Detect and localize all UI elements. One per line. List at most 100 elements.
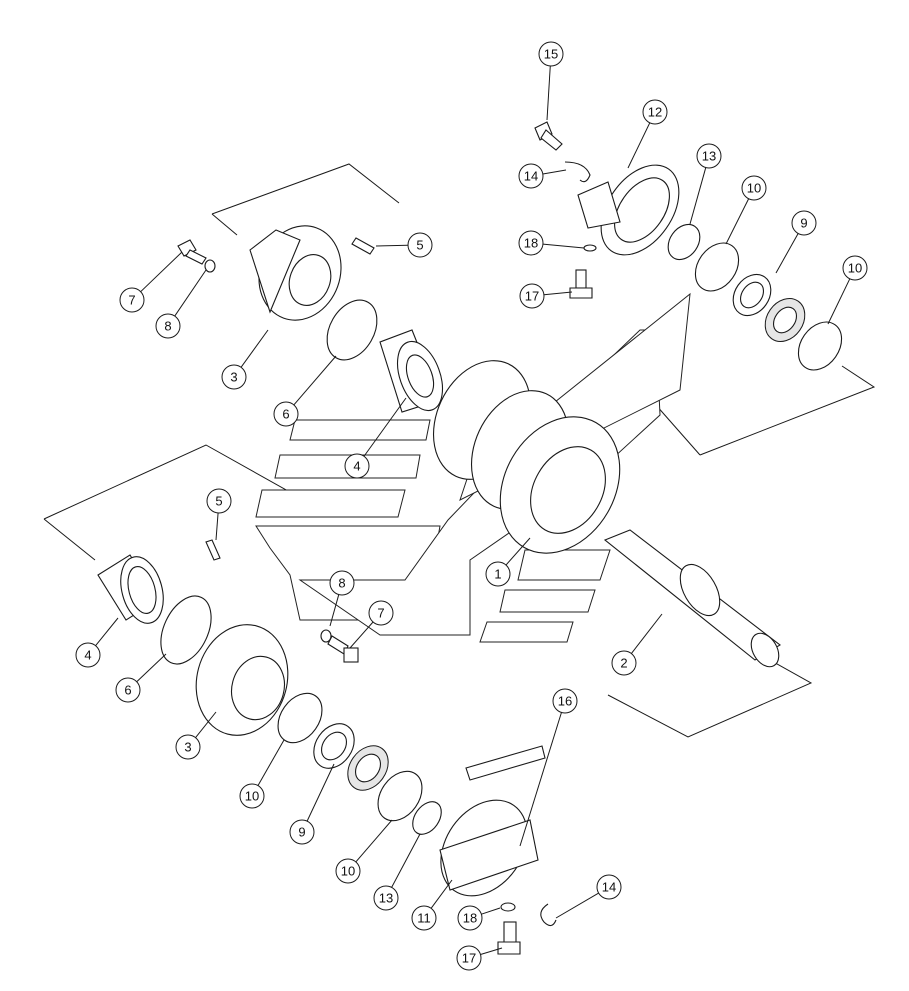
leader-line-10 bbox=[725, 198, 750, 245]
callout-bubble bbox=[842, 255, 868, 281]
leader-line-4 bbox=[363, 397, 407, 457]
leader-line-6 bbox=[293, 355, 337, 406]
pin-5-bottom bbox=[205, 539, 221, 561]
callout-bubble bbox=[155, 313, 181, 339]
callout-label: 17 bbox=[462, 951, 476, 966]
callout-3: 3 bbox=[221, 364, 247, 390]
leader-line-17 bbox=[543, 291, 573, 296]
leader-line-3 bbox=[195, 711, 217, 738]
leader-line-11 bbox=[430, 879, 453, 909]
ring-13-bottom bbox=[412, 801, 442, 835]
leader-line-7 bbox=[349, 621, 374, 649]
callout-bubble bbox=[519, 283, 545, 309]
clip-14-top bbox=[564, 161, 591, 183]
leader-line-14 bbox=[542, 169, 567, 175]
leader-line-18 bbox=[542, 243, 585, 249]
callout-7: 7 bbox=[368, 600, 394, 626]
ring-6-top bbox=[326, 299, 378, 361]
watermark-logo bbox=[255, 292, 691, 643]
callout-label: 18 bbox=[524, 236, 538, 251]
housing-3-bottom bbox=[195, 624, 289, 736]
leader-line-6 bbox=[136, 653, 167, 683]
roller-1 bbox=[432, 360, 621, 554]
callout-label: 16 bbox=[558, 694, 572, 709]
callout-bubble bbox=[239, 783, 265, 809]
callout-bubble bbox=[552, 688, 578, 714]
callout-label: 14 bbox=[602, 880, 616, 895]
callout-bubble bbox=[115, 677, 141, 703]
callout-bubble bbox=[221, 364, 247, 390]
callout-10: 10 bbox=[741, 175, 767, 201]
callout-bubble bbox=[329, 570, 355, 596]
leader-line-14 bbox=[555, 892, 599, 919]
bolt-7-top bbox=[177, 239, 207, 265]
callout-label: 9 bbox=[298, 825, 305, 840]
callout-9: 9 bbox=[791, 210, 817, 236]
callout-bubble bbox=[273, 401, 299, 427]
callout-bubble bbox=[344, 453, 370, 479]
callout-label: 4 bbox=[353, 459, 360, 474]
ring-6-bottom bbox=[160, 595, 212, 665]
bolt-17-top bbox=[569, 269, 593, 299]
callout-bubble bbox=[456, 945, 482, 971]
leader-line-3 bbox=[240, 329, 269, 368]
callout-3: 3 bbox=[175, 734, 201, 760]
leader-line-10 bbox=[257, 739, 285, 786]
callout-7: 7 bbox=[119, 287, 145, 313]
callout-17: 17 bbox=[456, 945, 482, 971]
callout-14: 14 bbox=[518, 163, 544, 189]
callout-label: 13 bbox=[379, 891, 393, 906]
callout-bubble bbox=[75, 642, 101, 668]
callout-bubble bbox=[696, 143, 722, 169]
callout-label: 5 bbox=[215, 494, 222, 509]
callout-label: 3 bbox=[184, 740, 191, 755]
ring-10-top-a bbox=[694, 242, 740, 292]
callout-label: 4 bbox=[84, 648, 91, 663]
callout-bubble bbox=[518, 230, 544, 256]
callout-bubble bbox=[518, 163, 544, 189]
leader-line-12 bbox=[627, 122, 651, 169]
bushing-4-bottom bbox=[97, 554, 164, 624]
leader-line-7 bbox=[140, 251, 183, 293]
callout-17: 17 bbox=[519, 283, 545, 309]
callout-label: 1 bbox=[494, 567, 501, 582]
callout-18: 18 bbox=[518, 230, 544, 256]
callout-layer: 1512131014918101757836451874623161091013… bbox=[75, 41, 868, 971]
callout-4: 4 bbox=[75, 642, 101, 668]
leader-line-9 bbox=[775, 233, 799, 274]
callout-label: 6 bbox=[282, 407, 289, 422]
callout-8: 8 bbox=[329, 570, 355, 596]
callout-6: 6 bbox=[273, 401, 299, 427]
callout-label: 13 bbox=[702, 149, 716, 164]
leader-line-18 bbox=[481, 907, 501, 915]
washer-8-top bbox=[204, 259, 216, 273]
washer-8-bottom bbox=[320, 629, 332, 643]
leader-line-10 bbox=[827, 278, 851, 325]
callout-bubble bbox=[206, 488, 232, 514]
ring-10-top-b bbox=[797, 321, 843, 371]
callout-label: 10 bbox=[848, 261, 862, 276]
callout-1: 1 bbox=[485, 561, 511, 587]
group-brackets bbox=[43, 163, 876, 738]
flange-12 bbox=[577, 164, 680, 256]
callout-12: 12 bbox=[642, 99, 668, 125]
callout-13: 13 bbox=[373, 885, 399, 911]
callout-label: 10 bbox=[747, 181, 761, 196]
clip-14-bottom bbox=[540, 903, 557, 927]
seal-9-bottom bbox=[313, 723, 389, 791]
callout-5: 5 bbox=[407, 232, 433, 258]
callout-label: 8 bbox=[338, 576, 345, 591]
leader-line-17 bbox=[480, 947, 503, 955]
callout-10: 10 bbox=[842, 255, 868, 281]
ring-13-top bbox=[667, 223, 701, 261]
bushing-4-top bbox=[379, 329, 444, 413]
callout-10: 10 bbox=[335, 858, 361, 884]
washer-18-bottom bbox=[500, 902, 516, 912]
callout-bubble bbox=[611, 650, 637, 676]
callout-bubble bbox=[175, 734, 201, 760]
callout-bubble bbox=[642, 99, 668, 125]
callout-bubble bbox=[457, 905, 483, 931]
leader-line-1 bbox=[505, 537, 531, 566]
